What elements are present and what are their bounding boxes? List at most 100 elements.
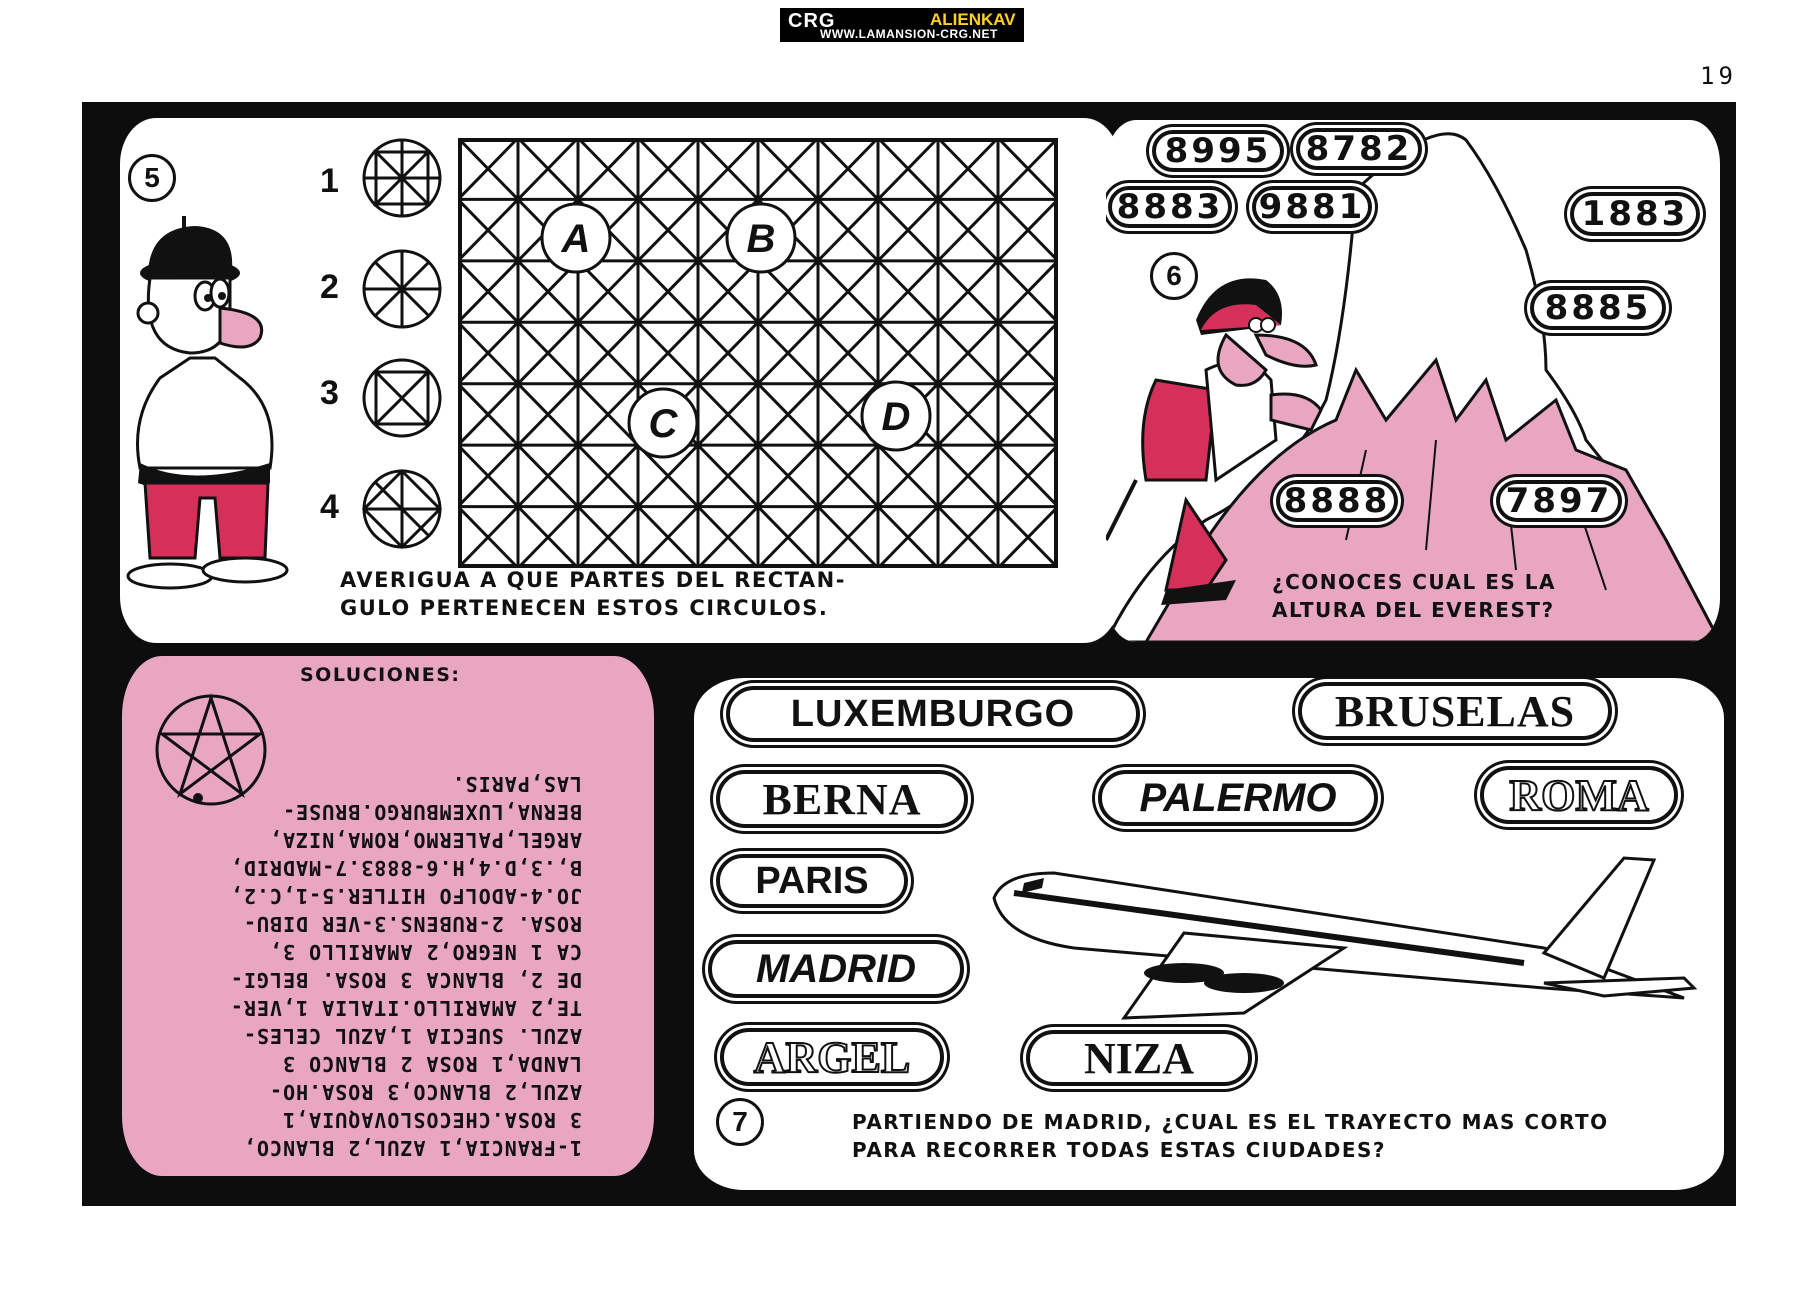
grid-cell <box>696 443 760 508</box>
grid-cell <box>996 197 1058 262</box>
grid-cell <box>996 259 1058 324</box>
solutions-panel: 1-FRANCIA,1 AZUL,2 BLANCO, 3 ROSA.CHECOS… <box>122 656 654 1176</box>
puzzle-6-caption-line-2: ALTURA DEL EVEREST? <box>1272 598 1555 622</box>
grid-cell <box>576 505 640 568</box>
site-url[interactable]: WWW.LAMANSION-CRG.NET <box>820 27 998 41</box>
altitude-option[interactable]: 8888 <box>1276 480 1398 522</box>
grid-cell <box>816 443 880 508</box>
crg-logo: CRG <box>788 10 836 32</box>
altitude-option[interactable]: 8995 <box>1152 130 1284 172</box>
grid-cell <box>876 259 940 324</box>
altitude-option[interactable]: 7897 <box>1496 480 1622 522</box>
puzzle-7-caption-line-2: PARA RECORRER TODAS ESTAS CIUDADES? <box>852 1138 1387 1162</box>
pentagram-icon <box>155 693 267 806</box>
grid-cell <box>696 505 760 568</box>
grid-cell <box>996 505 1058 568</box>
altitude-option[interactable]: 1883 <box>1570 192 1700 236</box>
city-berna[interactable]: BERNA <box>716 770 968 828</box>
circle-option-number: 3 <box>320 374 339 412</box>
puzzle-7-panel: LUXEMBURGO BRUSELAS BERNA PALERMO ROMA P… <box>694 678 1724 1190</box>
altitude-option[interactable]: 8883 <box>1108 186 1232 228</box>
grid-cell <box>756 443 820 508</box>
city-roma[interactable]: ROMA <box>1480 766 1678 824</box>
grid-cell <box>936 505 1000 568</box>
puzzle-6-caption-line-1: ¿CONOCES CUAL ES LA <box>1272 570 1556 594</box>
altitude-option[interactable]: 8885 <box>1530 286 1666 330</box>
grid-cell <box>816 259 880 324</box>
grid-cell <box>458 382 520 447</box>
option-circle-3 <box>362 358 442 438</box>
puzzle-5-caption-line-2: GULO PERTENECEN ESTOS CIRCULOS. <box>340 596 829 620</box>
partner-logo: ALIENKAV <box>930 10 1016 29</box>
altitude-option[interactable]: 9881 <box>1252 186 1372 228</box>
grid-cell <box>516 320 580 385</box>
city-argel[interactable]: ARGEL <box>720 1028 944 1086</box>
grid-cell <box>756 320 820 385</box>
grid-cell <box>816 197 880 262</box>
circle-option-number: 1 <box>320 162 339 200</box>
grid-cell <box>876 443 940 508</box>
city-bruselas[interactable]: BRUSELAS <box>1298 682 1612 740</box>
airplane-illustration <box>992 856 1698 1020</box>
grid-cell <box>636 320 700 385</box>
solutions-text-upside-down: 1-FRANCIA,1 AZUL,2 BLANCO, 3 ROSA.CHECOS… <box>229 772 582 1160</box>
option-circles <box>361 138 443 550</box>
city-niza[interactable]: NIZA <box>1026 1030 1252 1086</box>
page-number: 19 <box>1700 62 1737 90</box>
grid-cell <box>936 197 1000 262</box>
grid-cell <box>458 259 520 324</box>
grid-cell <box>458 320 520 385</box>
grid-cell <box>996 443 1058 508</box>
grid-cell <box>458 138 520 201</box>
site-banner: CRG ALIENKAV WWW.LAMANSION-CRG.NET <box>780 8 1024 42</box>
grid-label-circle <box>860 380 932 452</box>
puzzle-7-caption-line-1: PARTIENDO DE MADRID, ¿CUAL ES EL TRAYECT… <box>852 1110 1609 1134</box>
grid-cell <box>756 505 820 568</box>
grid-cell <box>756 382 820 447</box>
grid-cell <box>458 505 520 568</box>
option-circle-1 <box>362 138 442 218</box>
grid-label-d: D <box>882 395 911 439</box>
city-palermo[interactable]: PALERMO <box>1098 770 1378 826</box>
grid-cell <box>816 505 880 568</box>
grid-label-circle <box>725 202 797 274</box>
grid-cell <box>516 382 580 447</box>
grid-cell <box>816 138 880 201</box>
city-madrid[interactable]: MADRID <box>708 940 964 998</box>
solutions-title: SOLUCIONES: <box>300 664 461 686</box>
circle-option-number: 4 <box>320 488 339 526</box>
city-paris[interactable]: PARIS <box>716 854 908 908</box>
altitude-option[interactable]: 8782 <box>1296 128 1422 170</box>
grid-cell <box>876 138 940 201</box>
grid-cell <box>696 138 760 201</box>
grid-cell <box>458 443 520 508</box>
grid-label-circle <box>540 202 612 274</box>
option-circle-2 <box>362 249 442 329</box>
grid-cell <box>756 138 820 201</box>
puzzle-5-panel: 5 1 2 3 4 <box>120 118 1120 643</box>
grid-cell <box>996 138 1058 201</box>
grid-cell <box>516 443 580 508</box>
grid-cell <box>876 197 940 262</box>
grid-label-b: B <box>747 217 776 261</box>
grid-cell <box>936 138 1000 201</box>
grid-label-a: A <box>561 217 591 261</box>
grid-cell <box>816 320 880 385</box>
option-circle-4 <box>361 468 443 550</box>
city-luxemburgo[interactable]: LUXEMBURGO <box>726 686 1140 742</box>
grid-cell <box>996 320 1058 385</box>
grid-cell <box>576 320 640 385</box>
grid-cell <box>936 382 1000 447</box>
puzzle-6-panel: 6 8995 8782 8883 9881 1883 8885 8888 789… <box>1106 120 1720 642</box>
grid-cell <box>996 382 1058 447</box>
grid-cell <box>458 197 520 262</box>
grid-cell <box>516 138 580 201</box>
grid-cell <box>636 259 700 324</box>
grid-cell <box>636 197 700 262</box>
grid-cell <box>696 382 760 447</box>
grid-cell <box>876 505 940 568</box>
puzzle-number: 7 <box>716 1098 764 1146</box>
grid-cell <box>876 320 940 385</box>
grid-cell <box>516 505 580 568</box>
